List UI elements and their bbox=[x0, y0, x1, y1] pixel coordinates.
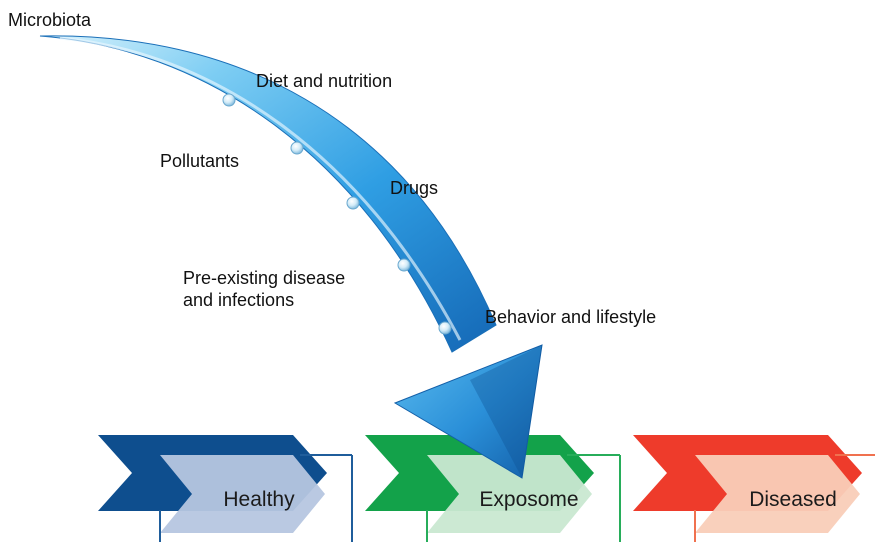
arrow-shaft-highlight bbox=[59, 36, 462, 341]
arrow-head bbox=[393, 344, 543, 479]
stage-healthy-light-chevron bbox=[160, 455, 325, 533]
arrow-dot-1 bbox=[222, 93, 236, 107]
label-microbiota: Microbiota bbox=[8, 10, 92, 30]
arrow-dot-5 bbox=[438, 321, 452, 335]
label-pre-existing-disease-line2: and infections bbox=[183, 290, 294, 310]
label-pre-existing-disease-line1: Pre-existing disease bbox=[183, 268, 345, 288]
stage-diseased-light-chevron bbox=[695, 455, 860, 533]
arrow-dot-3 bbox=[346, 196, 360, 210]
label-drugs: Drugs bbox=[390, 178, 438, 198]
arrow-dot-4 bbox=[397, 258, 411, 272]
stage-healthy: Healthy bbox=[98, 435, 353, 542]
arrow-head-shade bbox=[470, 345, 542, 478]
label-behavior-and-lifestyle: Behavior and lifestyle bbox=[485, 307, 656, 327]
stage-exposome bbox=[365, 435, 621, 542]
label-pollutants: Pollutants bbox=[160, 151, 239, 171]
stage-diseased-label: Diseased bbox=[749, 488, 837, 511]
exposure-arrow bbox=[39, 35, 543, 479]
stage-healthy-label: Healthy bbox=[223, 488, 295, 511]
arrow-dot-2 bbox=[290, 141, 304, 155]
stage-exposome-label: Exposome bbox=[479, 488, 578, 511]
label-diet-and-nutrition: Diet and nutrition bbox=[256, 71, 392, 91]
stage-diseased: Diseased bbox=[633, 435, 875, 542]
stage-exposome-light-chevron bbox=[427, 455, 592, 533]
